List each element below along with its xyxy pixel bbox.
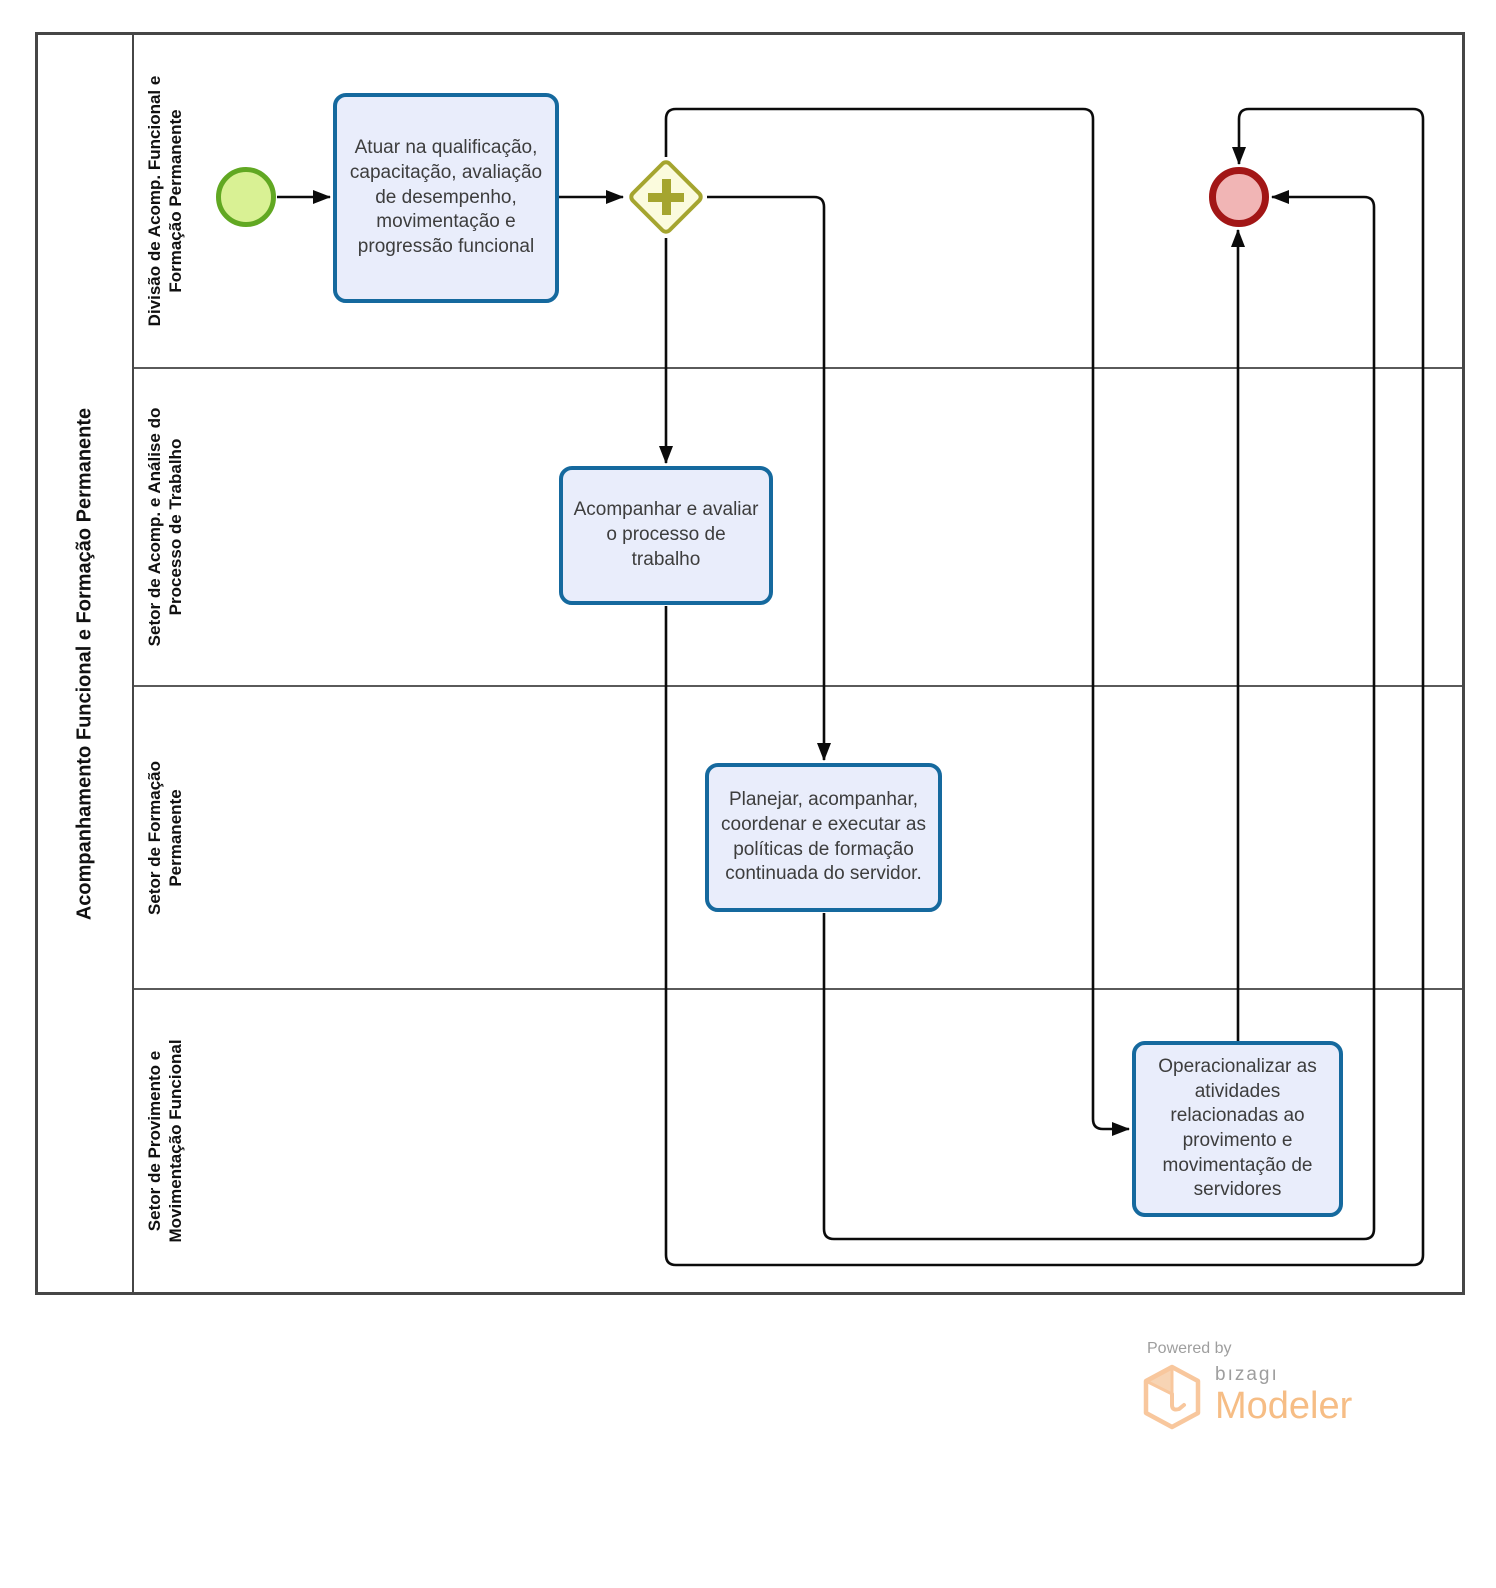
bizagi-cube-icon [1143, 1364, 1201, 1430]
start-event[interactable] [216, 167, 276, 227]
task-planejar[interactable]: Planejar, acompanhar, coordenar e execut… [705, 763, 942, 912]
task-label: Planejar, acompanhar, coordenar e execut… [721, 789, 926, 885]
lane-setor-acomp-analise: Setor de Acomp. e Análise do Processo de… [134, 369, 1462, 687]
powered-by-text: Powered by [1147, 1340, 1232, 1357]
task-operacionalizar[interactable]: Operacionalizar as atividades relacionad… [1132, 1041, 1343, 1217]
lane-label-band: Setor de Provimento e Movimentação Funci… [134, 990, 196, 1292]
lane-label: Divisão de Acomp. Funcional e Formação P… [144, 75, 185, 327]
task-atuar[interactable]: Atuar na qualificação, capacitação, aval… [333, 93, 559, 303]
modeler-wordmark: Modeler [1215, 1385, 1353, 1427]
lane-label: Setor de Acomp. e Análise do Processo de… [144, 407, 185, 647]
bizagi-watermark: Powered by bızagı Modeler [1143, 1340, 1423, 1430]
task-acompanhar[interactable]: Acompanhar e avaliar o processo de traba… [559, 466, 773, 605]
lane-label-band: Setor de Formação Permanente [134, 687, 196, 988]
task-label: Operacionalizar as atividades relacionad… [1158, 1055, 1317, 1201]
lane-label: Setor de Provimento e Movimentação Funci… [144, 1039, 185, 1243]
lane-label: Setor de Formação Permanente [144, 760, 185, 915]
task-label: Acompanhar e avaliar o processo de traba… [573, 499, 759, 570]
plus-icon [648, 179, 684, 215]
lane-label-band: Setor de Acomp. e Análise do Processo de… [134, 369, 196, 685]
task-label: Atuar na qualificação, capacitação, aval… [349, 137, 543, 258]
pool-title-band: Acompanhamento Funcional e Formação Perm… [38, 35, 134, 1292]
lane-label-band: Divisão de Acomp. Funcional e Formação P… [134, 35, 196, 367]
bizagi-wordmark: bızagı [1215, 1364, 1279, 1385]
end-event[interactable] [1209, 167, 1269, 227]
pool-title: Acompanhamento Funcional e Formação Perm… [73, 407, 96, 920]
